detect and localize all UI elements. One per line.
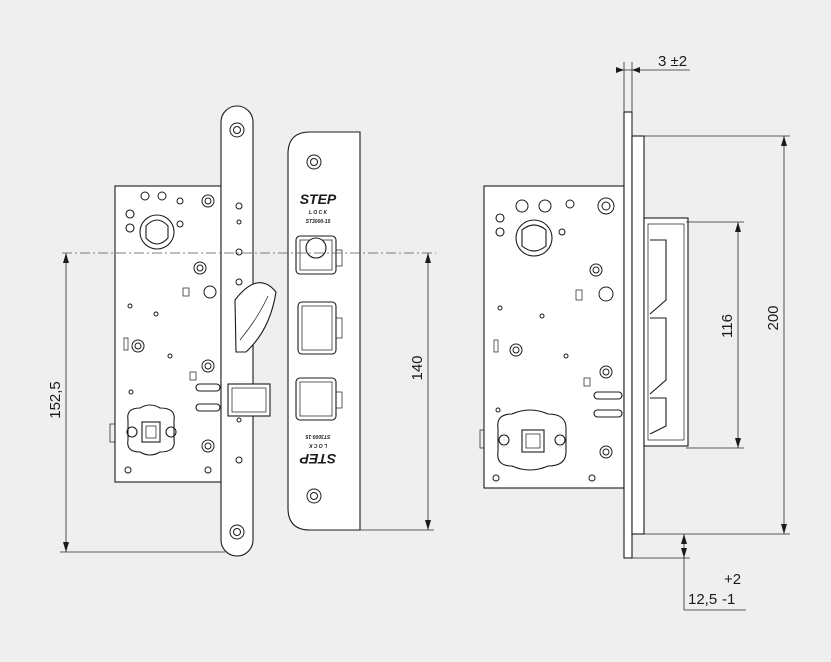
dim-label-12-5: 12,5 (688, 591, 717, 608)
model-code-top: ST3000-15 (306, 219, 331, 225)
brand-logo-bottom: STEP (299, 451, 336, 467)
side-cylinder-hole (515, 219, 553, 257)
dim-3-pm-2: 3 ±2 (616, 53, 690, 136)
lock-body-front-view (109, 105, 277, 557)
model-code-bottom: ST3000-15 (305, 433, 330, 439)
dim-152-5: 152,5 (47, 253, 225, 553)
dim-label-152-5: 152,5 (47, 381, 64, 419)
spindle-square (141, 421, 161, 443)
strike-plate-view: STEP L O C K ST3000-15 STEP L O C K ST30… (287, 131, 361, 531)
strike-opening-middle (297, 301, 337, 355)
dim-116: 116 (686, 221, 744, 449)
brand-logo-top: STEP (300, 191, 337, 207)
dim-12-5: 12,5 +2 -1 (624, 534, 746, 611)
dim-200: 200 (644, 135, 790, 535)
dim-tol-minus: -1 (722, 591, 735, 608)
dim-140: 140 (360, 253, 434, 531)
lock-body-side-view (479, 111, 689, 559)
dim-label-140: 140 (409, 355, 426, 380)
latch-hook (234, 282, 277, 353)
side-faceplate-front (623, 111, 633, 559)
dim-tol-plus: +2 (724, 571, 741, 588)
dead-bolt (227, 383, 271, 417)
brand-sub-top: L O C K (309, 210, 328, 216)
dim-label-3-pm-2: 3 ±2 (658, 53, 687, 70)
side-faceplate-rear (631, 135, 645, 535)
dim-label-200: 200 (765, 305, 782, 330)
brand-sub-bottom: L O C K (308, 442, 327, 448)
brand-logo-bottom-group: STEP L O C K ST3000-15 (299, 433, 336, 467)
strike-opening-bottom (295, 377, 337, 421)
dim-label-116: 116 (719, 314, 736, 338)
